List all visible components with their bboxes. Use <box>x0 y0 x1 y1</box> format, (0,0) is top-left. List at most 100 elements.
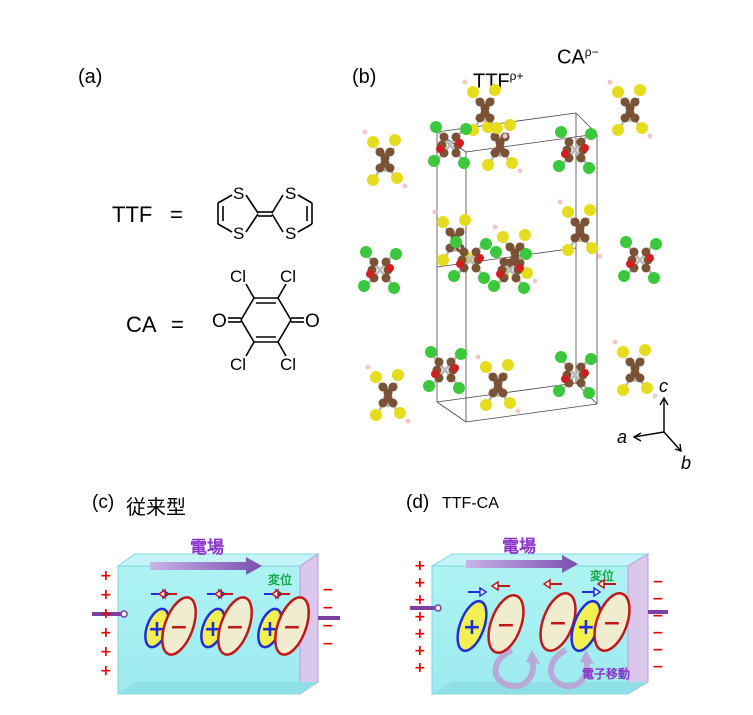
displacement-label-c: 変位 <box>268 572 292 587</box>
ca-equals: = <box>171 312 184 337</box>
carbon-atom <box>488 372 498 382</box>
charge-sign: − <box>283 615 301 640</box>
chlorine-atom <box>390 248 402 260</box>
carbon-atom <box>629 247 639 257</box>
ttf-molecule <box>362 129 408 189</box>
carbon-atom <box>564 362 574 372</box>
ca-molecule <box>423 346 467 394</box>
ttf-structure <box>217 194 313 233</box>
carbon-atom <box>493 383 503 393</box>
chlorine-atom <box>453 382 465 394</box>
minus-sign: − <box>322 582 334 598</box>
ca-molecule <box>428 121 472 169</box>
plus-sign: + <box>100 663 112 679</box>
sulfur-atom <box>562 206 574 218</box>
axis-b-label: b <box>681 453 691 473</box>
displacement-label-d: 変位 <box>590 568 614 583</box>
charge-ellipse <box>161 596 197 656</box>
ca-cl4: Cl <box>280 355 296 374</box>
displacement-arrowhead <box>593 586 602 598</box>
axis-a-label: a <box>617 427 627 447</box>
carbon-atom <box>630 97 640 107</box>
carbon-atom <box>375 147 385 157</box>
ttf-plus-label: TTFρ+ <box>473 69 524 94</box>
dipole-pair: +− <box>144 588 197 656</box>
carbon-atom <box>505 242 515 252</box>
ttf-molecule <box>475 354 521 414</box>
minus-sign: − <box>652 608 664 624</box>
chlorine-atom <box>553 160 565 172</box>
carbon-atom <box>446 373 456 383</box>
sulfur-atom <box>459 214 471 226</box>
sulfur-atom <box>519 229 531 241</box>
plate-plus-signs-c: ++++++ <box>100 568 112 679</box>
carbon-atom <box>434 357 444 367</box>
sulfur-atom <box>367 136 379 148</box>
chlorine-atom <box>388 282 400 294</box>
carbon-atom <box>580 217 590 227</box>
ttf-molecule <box>607 79 653 139</box>
plus-sign: + <box>414 660 426 676</box>
dipole-pairs-c: +−+−+− <box>144 588 310 656</box>
minus-sign: − <box>652 591 664 607</box>
ca-structure <box>228 283 304 357</box>
hydrogen-atom <box>432 209 438 215</box>
dipole-pairs-d: +−−+− <box>456 578 631 654</box>
chlorine-atom <box>450 236 462 248</box>
carbon-atom <box>575 228 585 238</box>
chlorine-atom <box>480 238 492 250</box>
carbon-atom <box>381 273 391 283</box>
chlorine-atom <box>358 280 370 292</box>
chlorine-atom <box>555 126 567 138</box>
hydrogen-atom <box>607 79 613 85</box>
hydrogen-atom <box>462 79 468 85</box>
sulfur-atom <box>370 371 382 383</box>
ca-name: CA <box>126 312 157 337</box>
hydrogen-atom <box>405 418 411 424</box>
sulfur-atom <box>437 254 449 266</box>
chlorine-atom <box>650 238 662 250</box>
chlorine-atom <box>585 353 597 365</box>
ttf-s1: S <box>233 184 244 203</box>
ca-cl1: Cl <box>230 267 246 286</box>
sulfur-atom <box>394 407 406 419</box>
sulfur-atom <box>489 84 501 96</box>
minus-sign: − <box>652 642 664 658</box>
plate-minus-signs-c: −−−− <box>322 582 334 652</box>
sulfur-atom <box>467 86 479 98</box>
carbon-atom <box>511 273 521 283</box>
plus-sign: + <box>414 626 426 642</box>
ttf-molecule <box>612 339 658 399</box>
chlorine-atom <box>460 123 472 135</box>
oxygen-atom <box>581 369 589 377</box>
charge-ellipse <box>593 592 631 652</box>
carbon-atom <box>381 257 391 267</box>
carbon-atom <box>641 263 651 273</box>
sulfur-atom <box>521 267 533 279</box>
carbon-atom <box>471 263 481 273</box>
carbon-atom <box>490 132 500 142</box>
chlorine-atom <box>620 236 632 248</box>
carbon-atom <box>380 158 390 168</box>
carbon-atom <box>576 378 586 388</box>
displacement-arrowhead <box>542 578 551 590</box>
plus-sign: + <box>100 644 112 660</box>
ca-label-text: CA <box>557 46 585 69</box>
ca-molecule <box>488 246 532 294</box>
carbon-atom <box>576 362 586 372</box>
chlorine-atom <box>490 246 502 258</box>
dipole-pair: +− <box>257 588 310 656</box>
plus-sign: + <box>100 625 112 641</box>
carbon-atom <box>455 227 465 237</box>
carbon-atom <box>635 357 645 367</box>
carbon-atom <box>378 382 388 392</box>
minus-sign: − <box>322 618 334 634</box>
sulfur-atom <box>389 134 401 146</box>
chlorine-atom <box>455 348 467 360</box>
carbon-atom <box>630 368 640 378</box>
sulfur-atom <box>482 121 494 133</box>
hydrogen-atom <box>532 278 538 284</box>
sulfur-atom <box>370 409 382 421</box>
